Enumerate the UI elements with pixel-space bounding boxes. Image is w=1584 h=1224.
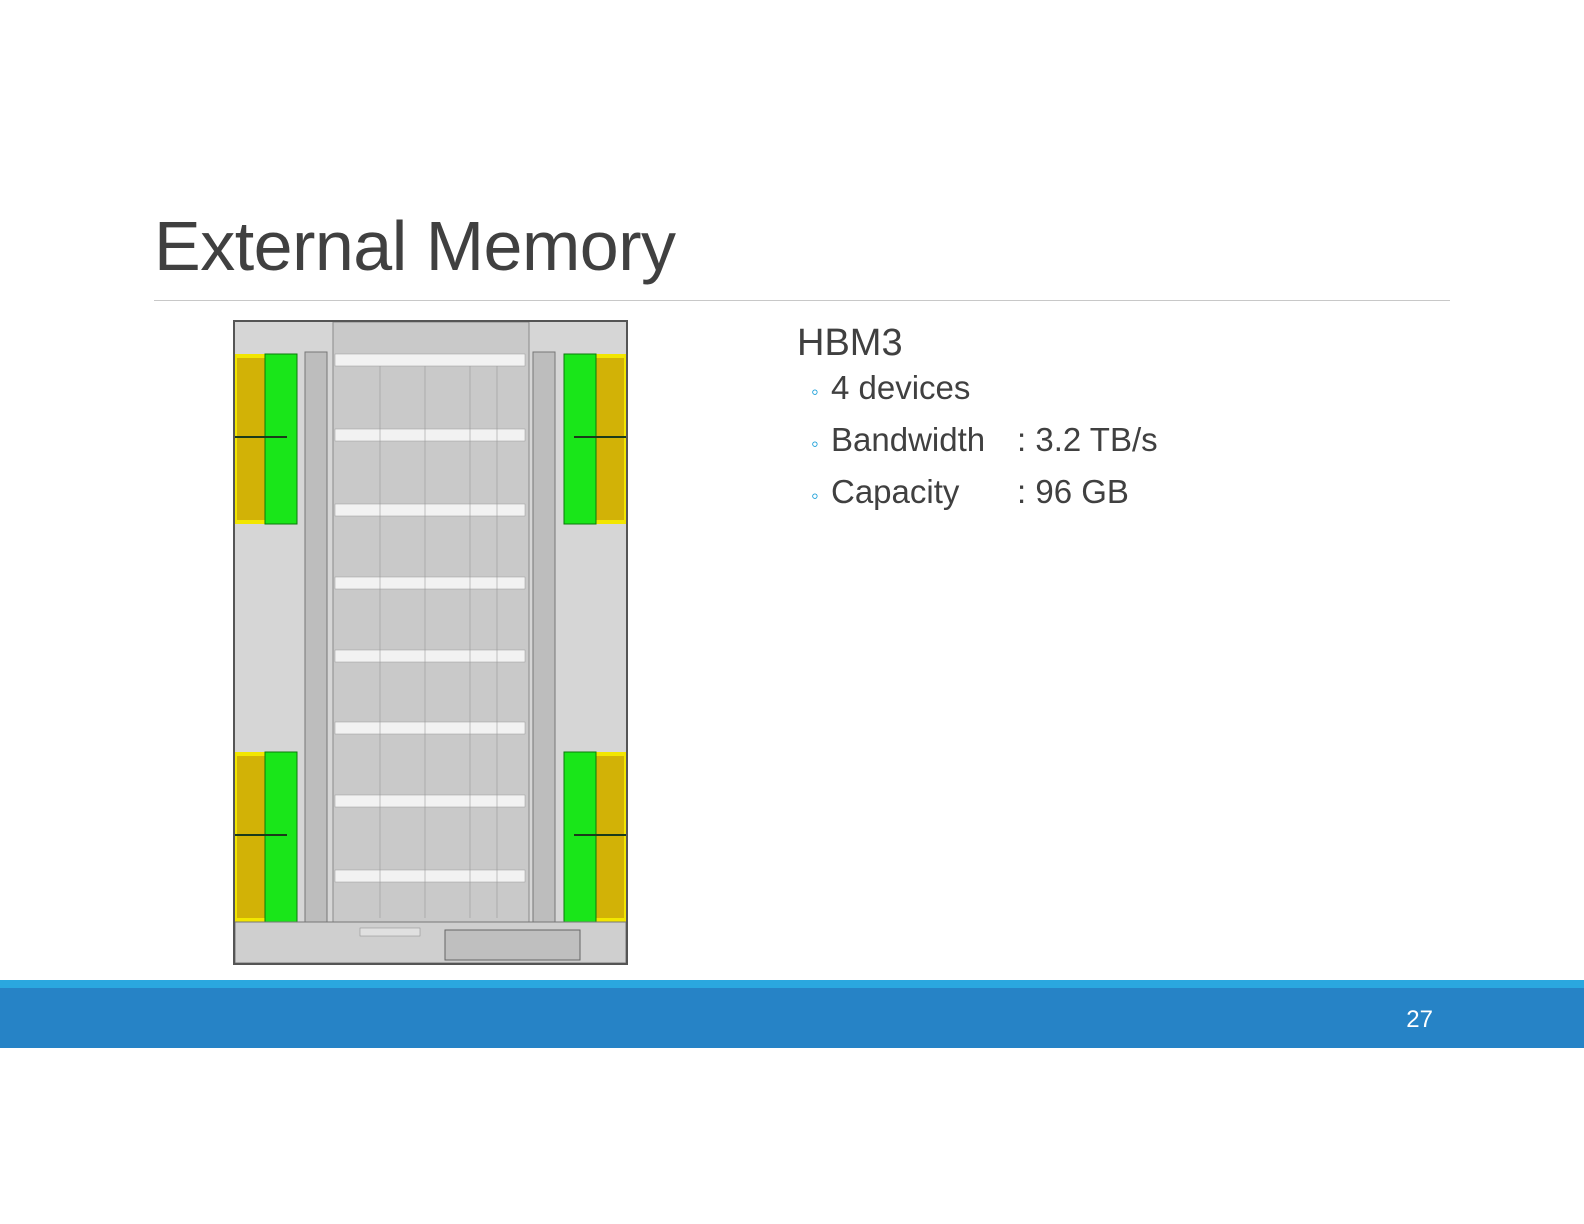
- chip-floorplan-image: [233, 320, 628, 965]
- bullet-devices: ◦ 4 devices: [797, 369, 1158, 421]
- bullet-capacity: ◦ Capacity : 96 GB: [797, 473, 1158, 525]
- content-block: HBM3 ◦ 4 devices ◦ Bandwidth : 3.2 TB/s …: [797, 322, 1158, 525]
- title-divider: [154, 300, 1450, 301]
- bullet-label: Bandwidth: [831, 421, 986, 458]
- bullet-value: : 3.2 TB/s: [1017, 421, 1158, 458]
- bullet-value: : 96 GB: [1017, 473, 1129, 510]
- bullet-marker-icon: ◦: [811, 483, 819, 508]
- section-heading: HBM3: [797, 322, 903, 364]
- bullet-label: 4 devices: [831, 369, 971, 406]
- bullet-label: Capacity: [831, 473, 960, 510]
- slide-title: External Memory: [154, 207, 676, 285]
- bullet-bandwidth: ◦ Bandwidth : 3.2 TB/s: [797, 421, 1158, 473]
- bullet-marker-icon: ◦: [811, 431, 819, 456]
- page-number: 27: [1406, 1006, 1433, 1033]
- footer-accent-line: [0, 980, 1584, 988]
- bullet-marker-icon: ◦: [811, 379, 819, 404]
- footer-bar: 27: [0, 988, 1584, 1048]
